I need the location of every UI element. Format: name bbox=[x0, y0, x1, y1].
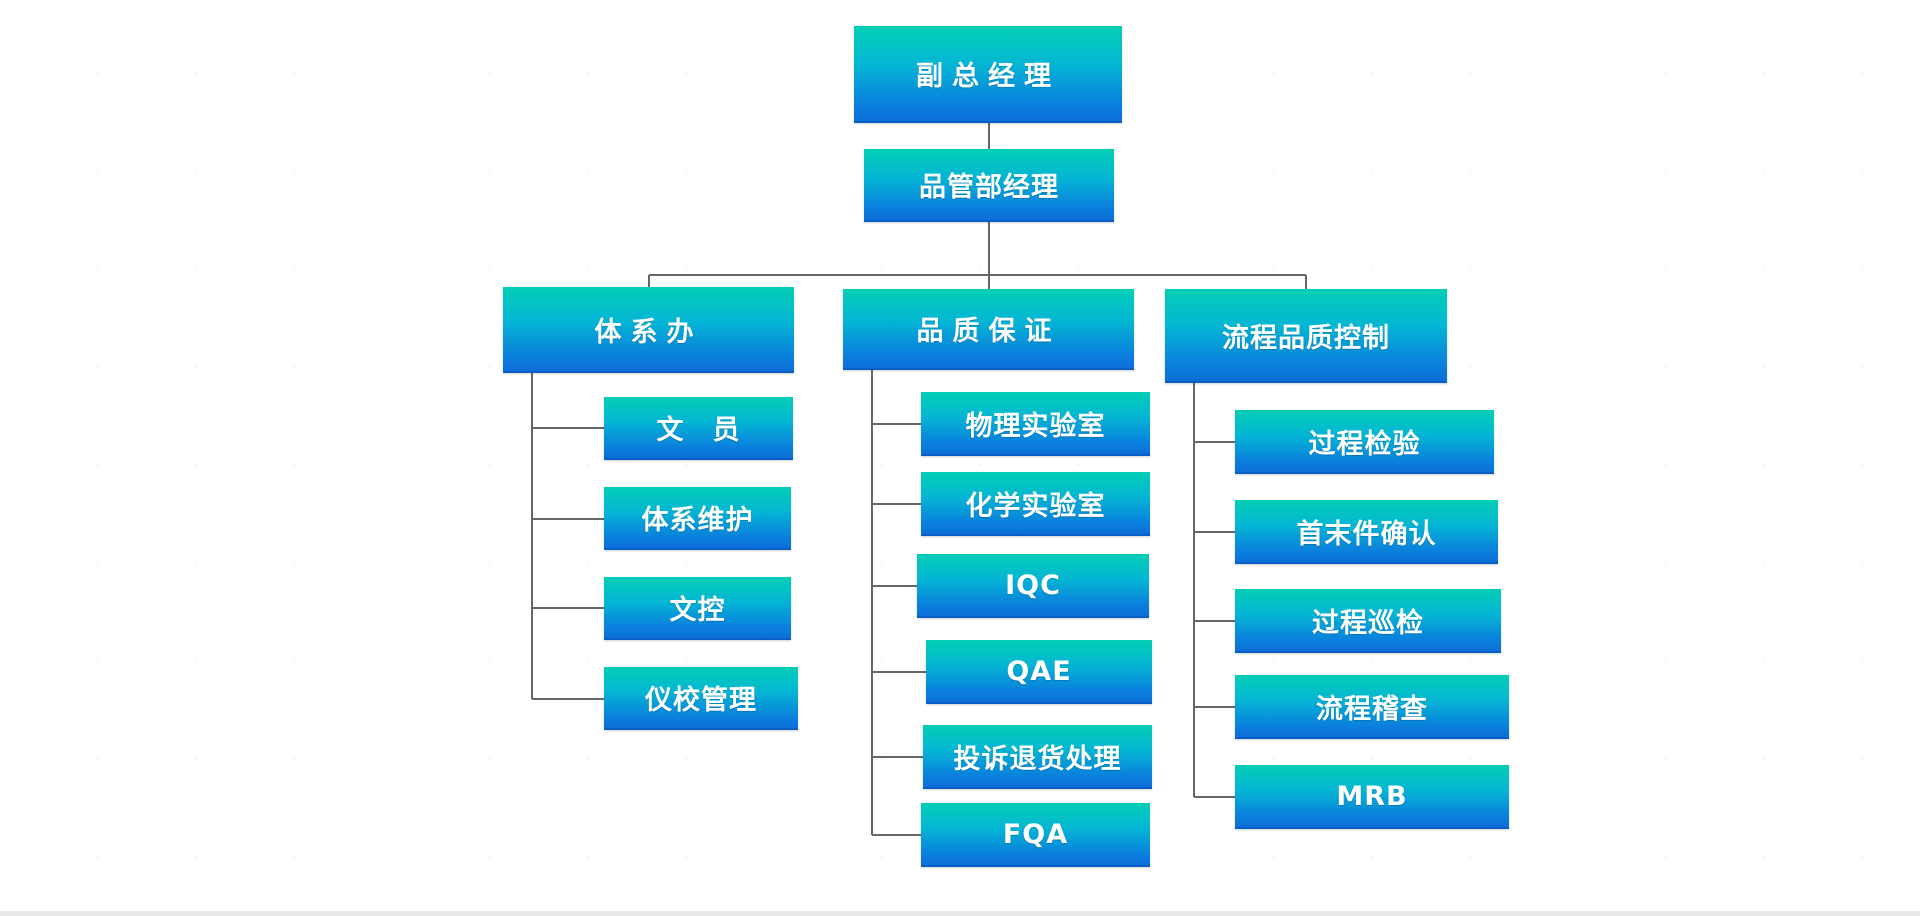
org-node-dept-1-child-4-label: 仪校管理 bbox=[645, 685, 757, 716]
org-node-dept-1-child-2: 体系维护 bbox=[604, 487, 791, 550]
org-node-dept-2-label: 品质保证 bbox=[916, 316, 1061, 347]
org-node-manager: 品管部经理 bbox=[864, 149, 1114, 222]
org-node-dept-1-child-1-label: 文 员 bbox=[656, 415, 741, 446]
org-node-root: 副总经理 bbox=[854, 26, 1122, 123]
org-node-dept-1-child-3-label: 文控 bbox=[669, 595, 726, 626]
org-node-dept-1-child-4: 仪校管理 bbox=[604, 667, 798, 730]
org-node-dept-2-child-6: FQA bbox=[921, 803, 1150, 867]
org-node-dept-2: 品质保证 bbox=[843, 289, 1134, 370]
org-node-dept-3-child-4-label: 流程稽查 bbox=[1316, 693, 1428, 725]
org-node-dept-2-child-1: 物理实验室 bbox=[921, 392, 1150, 456]
org-node-dept-1: 体系办 bbox=[503, 287, 794, 373]
org-node-dept-2-child-6-label: FQA bbox=[1002, 818, 1069, 850]
org-node-dept-3-child-5: MRB bbox=[1235, 765, 1509, 829]
org-node-dept-1-child-2-label: 体系维护 bbox=[641, 505, 754, 536]
org-node-root-label: 副总经理 bbox=[916, 61, 1060, 92]
bottom-border-strip bbox=[0, 911, 1920, 916]
org-node-dept-3-child-2-label: 首末件确认 bbox=[1296, 518, 1437, 550]
org-node-dept-3-child-2: 首末件确认 bbox=[1235, 500, 1498, 564]
org-node-dept-3-child-1-label: 过程检验 bbox=[1308, 428, 1421, 460]
org-node-dept-2-child-1-label: 物理实验室 bbox=[965, 410, 1106, 442]
org-node-dept-2-child-3-label: IQC bbox=[1005, 569, 1061, 601]
org-node-dept-2-child-2: 化学实验室 bbox=[921, 472, 1150, 536]
org-node-dept-3-child-4: 流程稽查 bbox=[1235, 675, 1509, 739]
org-node-dept-3-child-1: 过程检验 bbox=[1235, 410, 1494, 474]
org-node-dept-2-child-4-label: QAE bbox=[1006, 655, 1072, 687]
org-node-dept-3-label: 流程品质控制 bbox=[1222, 322, 1390, 354]
org-node-dept-3-child-3: 过程巡检 bbox=[1235, 589, 1501, 653]
org-node-manager-label: 品管部经理 bbox=[919, 172, 1059, 203]
org-node-dept-2-child-3: IQC bbox=[917, 554, 1149, 618]
org-node-dept-1-child-1: 文 员 bbox=[604, 397, 793, 460]
org-node-dept-2-child-5-label: 投诉退货处理 bbox=[953, 743, 1122, 775]
org-node-dept-2-child-2-label: 化学实验室 bbox=[965, 490, 1106, 522]
org-node-dept-3: 流程品质控制 bbox=[1165, 289, 1447, 383]
org-node-dept-2-child-4: QAE bbox=[926, 640, 1152, 704]
org-node-dept-3-child-5-label: MRB bbox=[1336, 780, 1408, 812]
org-node-dept-1-child-3: 文控 bbox=[604, 577, 791, 640]
org-node-dept-3-child-3-label: 过程巡检 bbox=[1312, 607, 1424, 639]
org-node-dept-1-label: 体系办 bbox=[594, 316, 703, 348]
org-node-dept-2-child-5: 投诉退货处理 bbox=[923, 725, 1152, 789]
